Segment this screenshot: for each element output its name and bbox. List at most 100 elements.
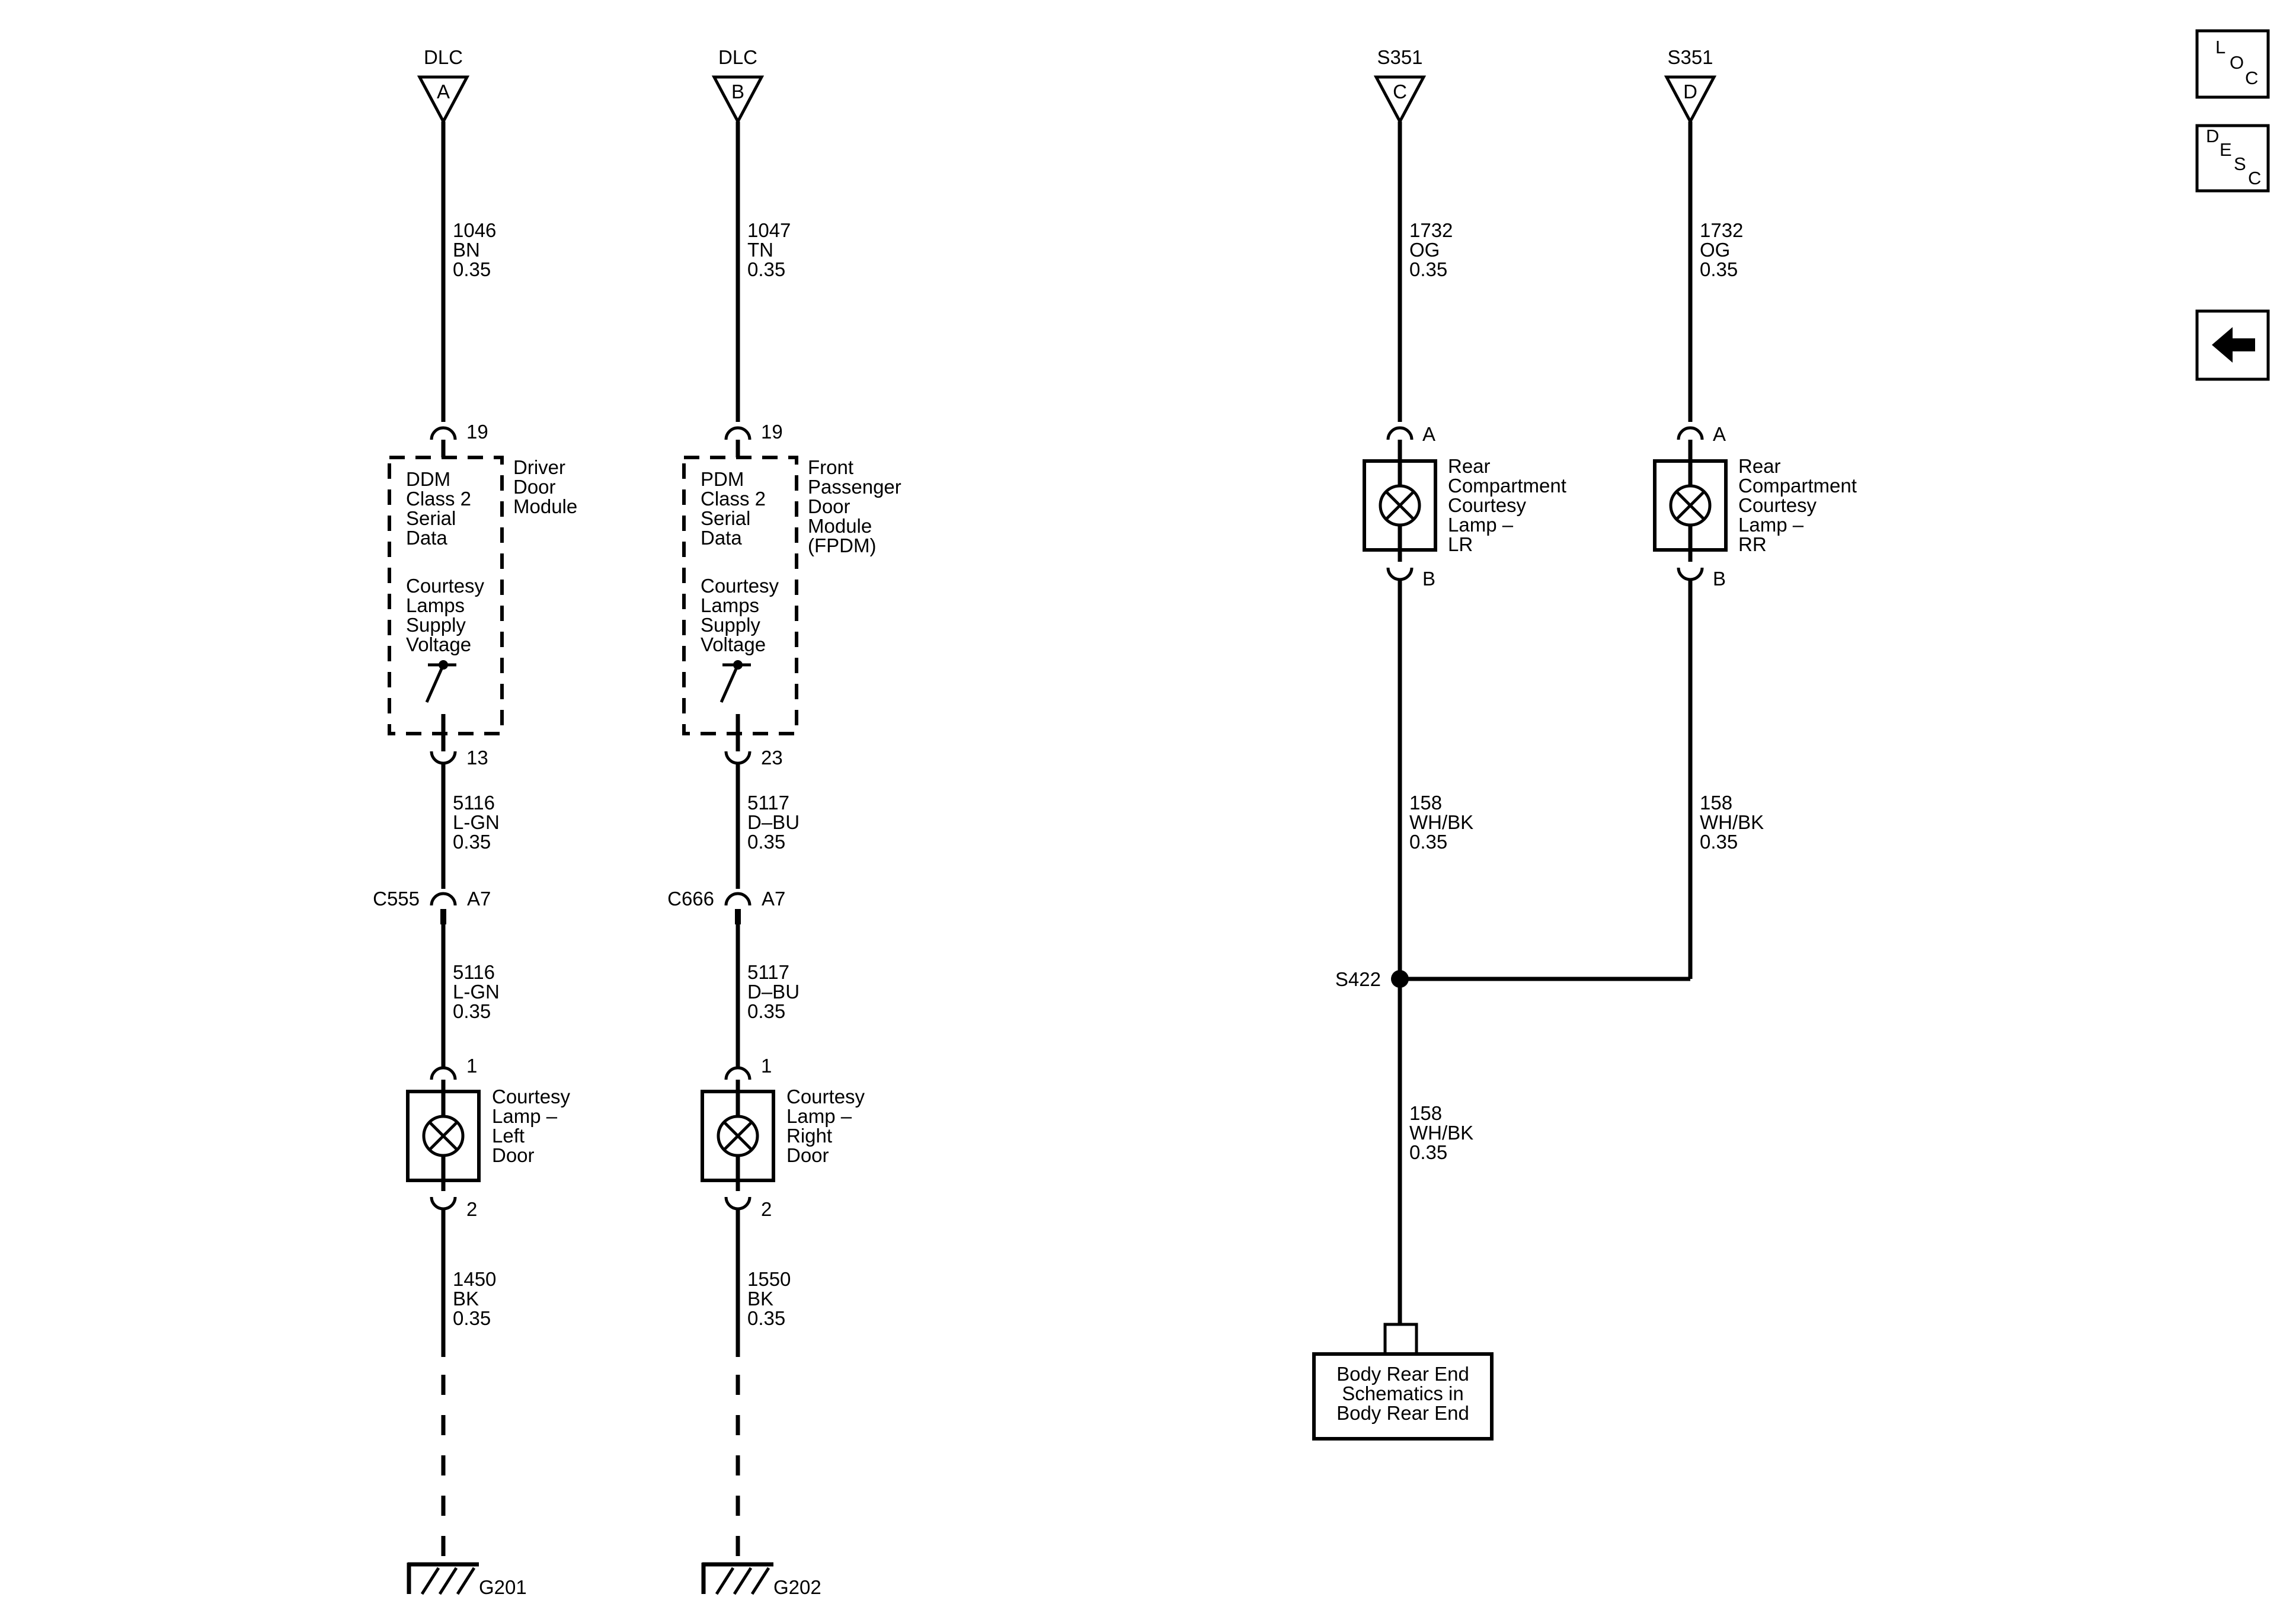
body-rear-end-reference[interactable]: Body Rear End Schematics in Body Rear En… (1312, 1352, 1494, 1441)
ground-label: G202 (773, 1576, 821, 1598)
loc-letter: O (2230, 52, 2244, 73)
wire-number: 1450 (453, 1268, 496, 1290)
wire-gauge: 0.35 (747, 831, 785, 853)
lamp-name-line: Lamp – (1738, 514, 1804, 536)
wire-color: WH/BK (1700, 811, 1764, 833)
back-arrow-icon (2212, 327, 2255, 363)
lamp-name-line: Rear (1448, 455, 1491, 477)
pin-cup (430, 426, 457, 440)
ground-icon (701, 1562, 773, 1595)
wire-color: OG (1409, 239, 1440, 261)
inline-connector-pin (440, 909, 446, 924)
inline-connector-label: C555 (373, 888, 420, 910)
inline-connector-cup (724, 892, 752, 906)
back-button[interactable] (2195, 309, 2270, 381)
wire-gauge: 0.35 (747, 1307, 785, 1329)
lamp-name-line: RR (1738, 533, 1767, 555)
desc-letter: S (2234, 153, 2246, 174)
wire-gauge: 0.35 (1700, 831, 1738, 853)
splice-s422: S422 158 WH/BK 0.35 (1335, 968, 1690, 1354)
wire-gauge: 0.35 (453, 258, 491, 280)
splice-connector-label: S351 (1377, 46, 1422, 68)
wire-number: 158 (1700, 792, 1732, 814)
wire-gauge: 0.35 (747, 258, 785, 280)
lamp-name-line: Lamp – (1448, 514, 1514, 536)
lamp-name-line: Lamp – (786, 1105, 852, 1127)
lamp-icon (1669, 484, 1712, 527)
wire-color: L-GN (453, 981, 500, 1003)
module-name-line: (FPDM) (808, 534, 876, 556)
inline-connector-pin (735, 909, 741, 924)
lamp-name-line: Right (786, 1125, 832, 1147)
module-function-line: Supply (406, 614, 466, 636)
ground-icon (407, 1562, 479, 1595)
connector-triangle (417, 75, 470, 125)
lamp-name-line: Door (786, 1144, 829, 1166)
pin-number: 2 (761, 1198, 772, 1220)
inline-connector-cup (430, 892, 457, 906)
wire-number: 1046 (453, 219, 496, 241)
switch-icon (720, 660, 751, 734)
connector-pin-label: D (1683, 81, 1697, 103)
connector-pin-label: B (731, 81, 744, 103)
lamp-name-line: Compartment (1738, 475, 1857, 497)
desc-button[interactable]: D E S C (2195, 124, 2270, 193)
wire-color: L-GN (453, 811, 500, 833)
wire-color: WH/BK (1409, 1122, 1473, 1144)
wire-gauge: 0.35 (453, 1307, 491, 1329)
wire-color: TN (747, 239, 773, 261)
pin-cup (1677, 567, 1704, 581)
connector-triangle (1664, 75, 1717, 125)
module-name-line: Module (808, 515, 872, 537)
connector-triangle (711, 75, 765, 125)
pin-number: B (1422, 568, 1435, 590)
pin-number: 13 (466, 747, 488, 769)
wire-number: 158 (1409, 1102, 1442, 1124)
loc-button[interactable]: L O C (2195, 29, 2270, 99)
pin-cup (1386, 426, 1414, 440)
pin-number: 2 (466, 1198, 477, 1220)
desc-letter: C (2248, 168, 2261, 188)
module-function-line: Voltage (701, 633, 766, 655)
lamp-icon (717, 1115, 759, 1157)
wire-color: D–BU (747, 981, 800, 1003)
module-function-line: Serial (406, 507, 456, 529)
module-function-line: Data (406, 527, 447, 549)
ground-label: G201 (479, 1576, 527, 1598)
desc-letter: E (2220, 139, 2232, 160)
loc-letter: C (2245, 68, 2258, 88)
connector-triangle (1373, 75, 1427, 125)
pin-number: A (1422, 423, 1435, 445)
inline-connector-pin-label: A7 (467, 888, 491, 910)
circuit-rear-lamp-lr: S351 C 1732 OG 0.35 A Rear Compartment C… (1363, 46, 1566, 979)
splice-label: S422 (1335, 968, 1381, 990)
pin-number: A (1713, 423, 1726, 445)
wire-color: OG (1700, 239, 1730, 261)
lamp-name-line: Courtesy (492, 1086, 571, 1108)
reference-text-line: Body Rear End (1336, 1402, 1469, 1424)
pin-cup (430, 1066, 457, 1080)
lamp-name-line: Lamp – (492, 1105, 558, 1127)
lamp-icon (422, 1115, 465, 1157)
pin-cup (1677, 426, 1704, 440)
module-name-line: Passenger (808, 476, 901, 498)
module-name-line: Door (513, 476, 556, 498)
passenger-door-module-box (682, 456, 798, 735)
wire-number: 5116 (453, 961, 495, 983)
lamp-icon (1379, 484, 1421, 527)
inline-connector-label: C666 (667, 888, 714, 910)
connector-pin-label: A (437, 81, 450, 103)
circuit-passenger-door: DLC B 1047 TN 0.35 19 PDM Class 2 Serial… (667, 46, 901, 1598)
pin-cup (724, 1066, 752, 1080)
wire-color: WH/BK (1409, 811, 1473, 833)
module-name-line: Module (513, 495, 577, 517)
circuit-rear-lamp-rr: S351 D 1732 OG 0.35 A Rear Compartment C… (1653, 46, 1857, 979)
module-function-line: Class 2 (701, 488, 766, 510)
connector-dlc-label: DLC (424, 46, 463, 68)
pin-cup (724, 1196, 752, 1211)
wire-color: D–BU (747, 811, 800, 833)
module-function-line: Lamps (406, 594, 465, 616)
wire-gauge: 0.35 (1409, 831, 1447, 853)
reference-box[interactable] (1312, 1352, 1494, 1441)
